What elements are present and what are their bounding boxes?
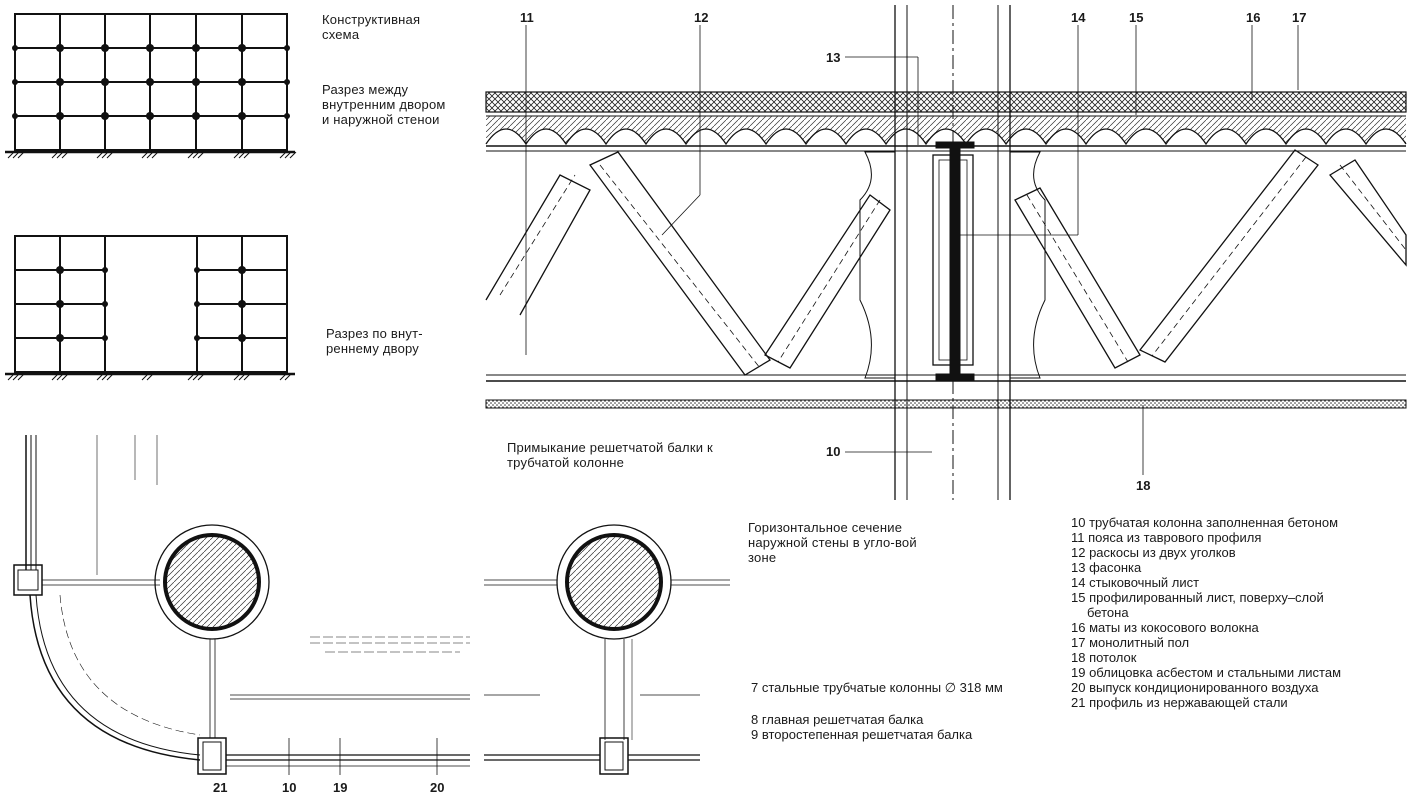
legend-item-13: 13 фасонка	[1071, 560, 1142, 575]
plan-caption: Горизонтальное сечение наружной стены в …	[748, 520, 917, 565]
legend-item-16: 16 маты из кокосового волокна	[1071, 620, 1259, 635]
section1-caption: Разрез между внутренним двором и наружно…	[322, 82, 446, 127]
legend-left-item-8: 8 главная решетчатая балка	[751, 712, 924, 727]
ground-hatching-1	[7, 151, 297, 159]
diagonal-left-1	[485, 174, 591, 316]
legend-item-19: 19 облицовка асбестом и стальными листам	[1071, 665, 1342, 680]
marker-18: 18	[1136, 478, 1151, 493]
marker-10: 10	[826, 444, 841, 459]
truss-detail	[485, 5, 1407, 500]
marker-12: 12	[694, 10, 709, 25]
ground-hatching-2	[7, 373, 292, 381]
plan-marker-10: 10	[282, 780, 297, 795]
plan-section	[13, 435, 730, 775]
marker-13: 13	[826, 50, 841, 65]
diagonal-left-3	[764, 194, 891, 369]
legend-item-17: 17 монолитный пол	[1071, 635, 1190, 650]
legend-item-21: 21 профиль из нержавающей стали	[1071, 695, 1288, 710]
frame-scheme-1-joints	[12, 44, 290, 120]
diagonal-right-1	[1014, 187, 1141, 369]
plan-marker-21: 21	[213, 780, 228, 795]
marker-15: 15	[1129, 10, 1144, 25]
scheme-title: Конструктивная схема	[322, 12, 421, 42]
legend-item-15-cont: бетона	[1087, 605, 1129, 620]
legend-left-item-9: 9 второстепенная решетчатая балка	[751, 727, 973, 742]
legend-item-18: 18 потолок	[1071, 650, 1137, 665]
marker-14: 14	[1071, 10, 1086, 25]
frame-scheme-2	[5, 235, 295, 376]
diagonal-right-2	[1138, 149, 1319, 363]
frame-scheme-2-joints	[56, 266, 246, 342]
legend-item-14: 14 стыковочный лист	[1071, 575, 1200, 590]
plan-marker-20: 20	[430, 780, 445, 795]
diagonal-right-3	[1329, 159, 1407, 267]
plan-marker-19: 19	[333, 780, 348, 795]
marker-17: 17	[1292, 10, 1307, 25]
legend-item-10: 10 трубчатая колонна заполненная бетоном	[1071, 515, 1339, 530]
section2-caption: Разрез по внут-реннему двору	[326, 326, 423, 356]
marker-16: 16	[1246, 10, 1261, 25]
diagonal-left-2	[589, 151, 771, 376]
leader-lines	[525, 25, 1299, 475]
truss-caption: Примыкание решетчатой балки к трубчатой …	[507, 440, 713, 470]
marker-11: 11	[520, 10, 534, 25]
legend-left-item-7: 7 стальные трубчатые колонны ∅ 318 мм	[751, 680, 1003, 695]
legend-right: 10 трубчатая колонна заполненная бетоном…	[1071, 515, 1341, 710]
legend-item-15: 15 профилированный лист, поверху–слой	[1071, 590, 1324, 605]
legend-item-12: 12 раскосы из двух уголков	[1071, 545, 1236, 560]
legend-item-20: 20 выпуск кондиционированного воздуха	[1071, 680, 1319, 695]
legend-item-11: 11 пояса из таврового профиля	[1071, 530, 1262, 545]
